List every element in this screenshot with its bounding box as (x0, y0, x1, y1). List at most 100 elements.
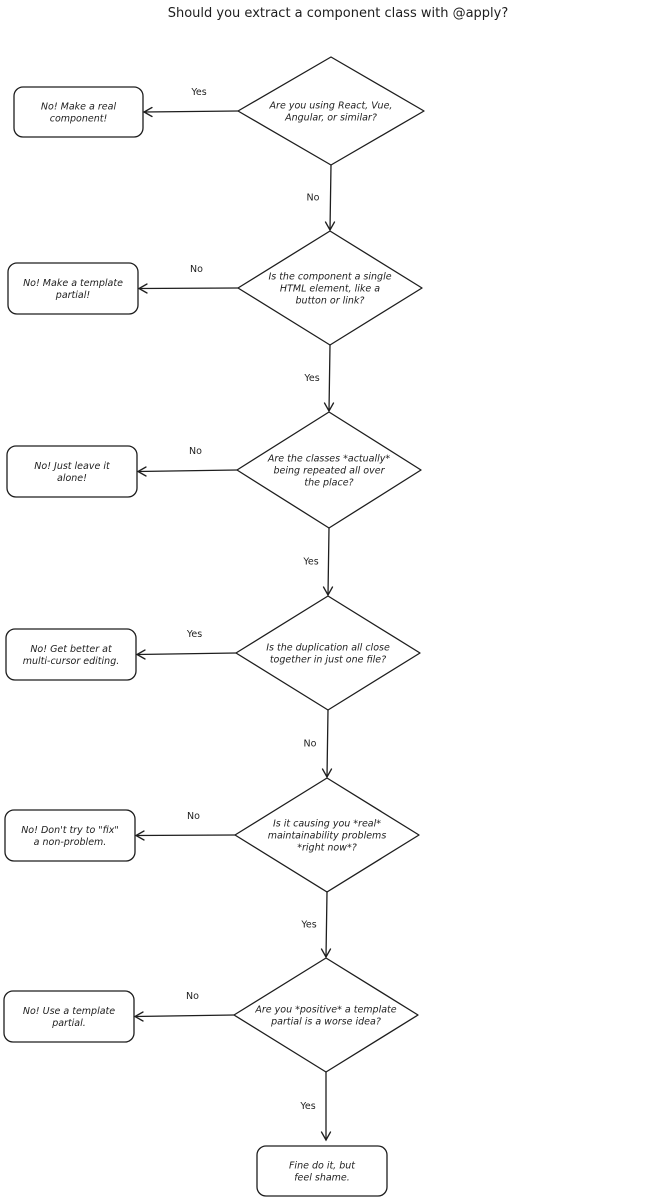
arrowhead-icon (321, 768, 333, 779)
edge-label: No (307, 193, 320, 204)
edge-label: No (186, 991, 199, 1002)
edge-q2-q3: Yes (303, 344, 335, 413)
edge-label: No (187, 811, 200, 822)
edge-label: Yes (186, 629, 202, 640)
edge-label: Yes (299, 1101, 315, 1112)
outcome-box (3, 990, 135, 1043)
arrowhead-icon (142, 106, 153, 118)
decision-text: button or link? (296, 296, 365, 307)
edge-line (327, 527, 330, 596)
edge-line (143, 110, 239, 113)
decision-node-q5: Is it causing you *real*maintainability … (234, 777, 420, 893)
edge-line (138, 287, 239, 290)
decision-text: maintainability problems (268, 831, 387, 842)
decision-text: HTML element, like a (280, 284, 380, 295)
outcome-text: No! Make a real (41, 102, 117, 113)
arrowhead-icon (137, 283, 148, 294)
outcome-text: a non-problem. (34, 837, 107, 848)
outcome-node-o5: No! Don't try to "fix"a non-problem. (4, 809, 136, 862)
decision-text: together in just one file? (270, 655, 386, 666)
edge-q3-o3: No (136, 446, 238, 477)
edge-q6-o6: No (133, 991, 235, 1022)
edge-line (134, 1014, 235, 1018)
edge-q4-o4: Yes (135, 629, 237, 660)
outcome-box (13, 86, 144, 138)
decision-diamond (235, 595, 421, 711)
edge-label: Yes (300, 920, 316, 931)
outcome-box (7, 262, 139, 315)
arrowhead-icon (135, 649, 146, 660)
edge-q5-o5: No (134, 811, 236, 841)
edge-line (137, 469, 238, 473)
edge-q5-q6: Yes (300, 891, 332, 959)
arrowhead-icon (324, 221, 336, 232)
outcome-text: No! Don't try to "fix" (21, 825, 119, 836)
decision-text: Are you using React, Vue, (269, 101, 393, 112)
decision-text: Are you *positive* a template (254, 1005, 396, 1016)
arrowhead-icon (136, 466, 147, 477)
outcome-text: partial. (51, 1018, 86, 1029)
outcome-text: feel shame. (294, 1173, 350, 1184)
edge-q6-final: Yes (299, 1071, 332, 1142)
arrowhead-icon (320, 948, 332, 959)
edge-line (326, 709, 329, 778)
edge-label: No (189, 446, 202, 457)
decision-node-q1: Are you using React, Vue,Angular, or sim… (237, 56, 425, 166)
decision-diamond (233, 957, 419, 1073)
outcome-text: No! Get better at (30, 644, 113, 655)
edge-q2-o2: No (137, 264, 239, 294)
edge-line (136, 652, 237, 656)
outcome-text: component! (50, 114, 108, 125)
edge-q1-q2: No (307, 164, 336, 232)
edge-q1-o1: Yes (142, 87, 239, 118)
outcome-box (256, 1145, 388, 1197)
edge-line (325, 891, 328, 958)
outcome-text: No! Make a template (23, 278, 123, 289)
edge-label: Yes (303, 373, 319, 384)
arrowhead-icon (323, 402, 335, 413)
edge-q3-q4: Yes (302, 527, 334, 597)
decision-text: Are the classes *actually* (267, 454, 391, 465)
edge-q4-q5: No (304, 709, 333, 779)
decision-diamond (237, 56, 425, 166)
decision-text: Angular, or similar? (284, 113, 377, 124)
outcome-text: multi-cursor editing. (23, 656, 120, 667)
outcome-box (5, 628, 137, 681)
arrowhead-icon (134, 830, 145, 841)
decision-text: the place? (304, 478, 353, 489)
decision-diamond (234, 777, 420, 893)
outcome-text: alone! (57, 473, 87, 484)
nodes-layer: Are you using React, Vue,Angular, or sim… (3, 56, 425, 1197)
edge-label: Yes (302, 557, 318, 568)
outcome-text: Fine do it, but (289, 1161, 356, 1172)
edge-label: No (190, 264, 203, 275)
edge-line (329, 164, 332, 231)
arrowhead-icon (320, 1131, 332, 1142)
edge-label: No (304, 739, 317, 750)
outcome-text: partial! (55, 290, 91, 301)
decision-text: partial is a worse idea? (270, 1017, 381, 1028)
decision-text: being repeated all over (274, 466, 386, 477)
edge-line (328, 344, 331, 412)
decision-text: Is the duplication all close (266, 643, 390, 654)
decision-text: *right now*? (297, 843, 357, 854)
edge-label: Yes (190, 87, 206, 98)
diagram-title: Should you extract a component class wit… (168, 6, 509, 21)
decision-node-q3: Are the classes *actually*being repeated… (236, 411, 422, 529)
outcome-text: No! Use a template (23, 1006, 115, 1017)
outcome-text: No! Just leave it (34, 461, 111, 472)
outcome-box (6, 445, 138, 498)
decision-diamond (236, 411, 422, 529)
arrowhead-icon (133, 1011, 144, 1022)
outcome-box (4, 809, 136, 862)
decision-diamond (237, 230, 423, 346)
arrowhead-icon (322, 586, 334, 597)
